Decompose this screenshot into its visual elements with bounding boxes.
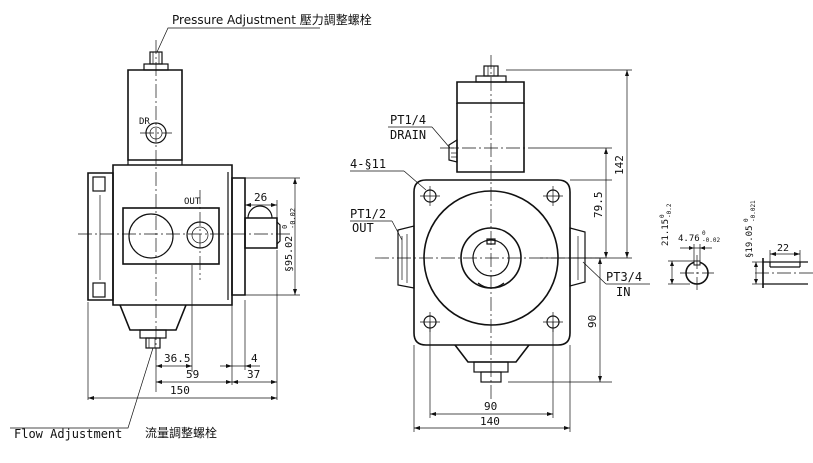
pt34-label: PT3/4	[606, 270, 642, 284]
dim-59: 59	[186, 368, 199, 381]
pt14-label: PT1/4	[390, 113, 426, 127]
dim-dia-95: §95.02	[284, 236, 295, 272]
dim-21-15: 21.15	[661, 219, 671, 246]
dim-79-5: 79.5	[592, 192, 605, 219]
flow-adjustment-cn-label: 流量調整螺栓	[145, 425, 217, 440]
dim-26: 26	[254, 191, 267, 204]
pressure-adjustment-label: Pressure Adjustment 壓力調整螺栓	[172, 12, 372, 27]
in-label: IN	[616, 285, 630, 299]
dim-142: 142	[613, 155, 626, 175]
front-view-dimensions: 142 79.5 90 90 140	[413, 69, 632, 432]
dim-22: 22	[777, 243, 789, 254]
dim-21-15-tol-bot: -0.2	[666, 203, 673, 218]
flow-adjustment-label: Flow Adjustment	[14, 427, 122, 441]
dim-37: 37	[247, 368, 260, 381]
dim-dia-19-05: §19.05	[745, 225, 755, 258]
callout-flow-adjustment: Flow Adjustment 流量調整螺栓	[10, 347, 217, 441]
dim-90-vertical: 90	[586, 315, 599, 328]
callout-pressure-adjustment: Pressure Adjustment 壓力調整螺栓	[156, 12, 372, 53]
drain-label: DRAIN	[390, 128, 426, 142]
dim-4-76-tol: -0.02	[702, 237, 720, 244]
dim-dia-95-tol-bot: -0.02	[289, 208, 297, 229]
holes-label: 4-§11	[350, 157, 386, 171]
dim-4-76-tol-top: 0	[702, 230, 706, 237]
front-view-labels: PT1/4 DRAIN 4-§11 PT1/2 OUT PT3/4 IN	[350, 113, 650, 299]
dim-4: 4	[251, 352, 258, 365]
dim-4-76: 4.76	[678, 234, 700, 244]
dr-port-label: DR	[139, 117, 150, 127]
dim-36-5: 36.5	[164, 352, 191, 365]
shaft-key-section: 4.76 0 -0.02 21.15 0 -0.2	[659, 203, 720, 290]
dim-90-horizontal: 90	[484, 400, 497, 413]
out-label: OUT	[352, 221, 374, 235]
dim-150: 150	[170, 384, 190, 397]
dim-dia-19-05-tol-bot: -0.021	[750, 200, 757, 222]
dim-dia-95-tol-top: 0	[281, 225, 289, 229]
dim-140: 140	[480, 415, 500, 428]
side-view-dimensions: 26 §95.02 0 -0.02 36.5 4 59	[87, 177, 300, 400]
dim-dia-19-05-tol-top: 0	[743, 218, 750, 222]
shaft-side-detail: 22 §19.05 0 -0.021	[743, 200, 813, 288]
out-port-label: OUT	[184, 197, 201, 207]
dim-21-15-tol-top: 0	[659, 214, 666, 218]
front-view	[375, 55, 605, 400]
pt12-label: PT1/2	[350, 207, 386, 221]
